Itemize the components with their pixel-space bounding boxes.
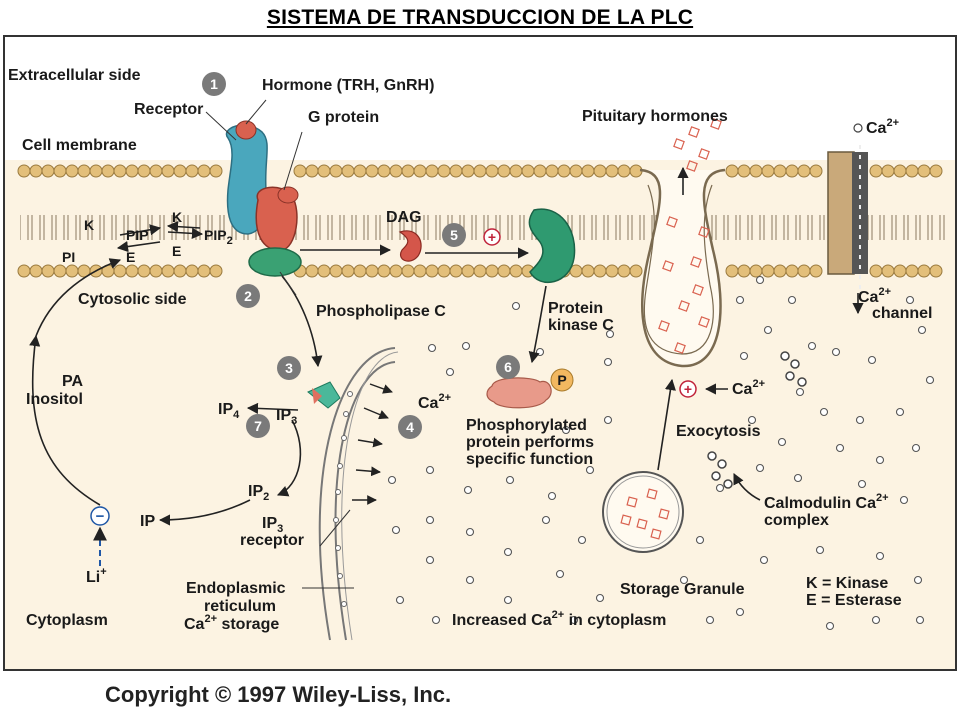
ip3-receptor-label-line2: receptor xyxy=(240,532,304,549)
esterase-label-1: E xyxy=(126,249,135,265)
cytoplasmic-ca-ions xyxy=(387,275,935,631)
extracellular-side-label: Extracellular side xyxy=(8,67,141,84)
cytoplasm-label: Cytoplasm xyxy=(26,612,108,629)
ip3-label: IP3 xyxy=(276,407,297,427)
svg-text:7: 7 xyxy=(254,418,262,434)
legend-esterase: E = Esterase xyxy=(806,592,902,609)
phosphorylated-label-line3: specific function xyxy=(466,451,593,468)
svg-text:+: + xyxy=(684,381,692,397)
svg-text:3: 3 xyxy=(285,360,293,376)
inositol-label: Inositol xyxy=(26,391,83,408)
step-badge-5 xyxy=(442,223,466,247)
g-protein-label: G protein xyxy=(308,109,379,126)
cytosolic-side-label: Cytosolic side xyxy=(78,291,187,308)
exocytosis-label: Exocytosis xyxy=(676,423,761,440)
ip4-label: IP4 xyxy=(218,401,240,421)
cell-membrane-bilayer xyxy=(17,164,945,278)
protein-kinase-label-line2: kinase C xyxy=(548,317,614,334)
increased-ca-label: Increased Ca2+ in cytoplasm xyxy=(452,609,666,629)
slide-title: SISTEMA DE TRANSDUCCION DE LA PLC xyxy=(266,6,694,29)
plus-sign-exocytosis: + xyxy=(679,380,697,398)
dag-molecule xyxy=(398,230,422,262)
phosphorylated-protein: P xyxy=(486,368,574,409)
er-label-line1: Endoplasmic xyxy=(186,580,286,597)
pituitary-hormone-granules xyxy=(658,118,722,354)
p-badge-label: P xyxy=(557,372,566,388)
pituitary-hormones-label: Pituitary hormones xyxy=(582,108,728,125)
step-badge-1 xyxy=(202,72,226,96)
protein-kinase-c xyxy=(528,208,576,283)
svg-text:6: 6 xyxy=(504,359,512,375)
er-ca-release-arrows xyxy=(333,383,393,607)
pip-label: PIP xyxy=(126,227,149,243)
hormone-label: Hormone (TRH, GnRH) xyxy=(262,77,434,94)
cell-membrane-label: Cell membrane xyxy=(22,137,137,154)
phospholipase-c-label: Phospholipase C xyxy=(316,303,446,320)
ca-channel xyxy=(827,145,868,290)
plus-sign-pkc: + xyxy=(483,228,501,246)
svg-text:+: + xyxy=(488,229,496,245)
svg-text:5: 5 xyxy=(450,227,458,243)
step-badge-2 xyxy=(236,284,260,308)
ca-channel-label: channel xyxy=(872,305,932,322)
pip2-label: PIP2 xyxy=(204,227,233,247)
er-label-line3: Ca2+ storage xyxy=(184,613,279,633)
svg-text:2: 2 xyxy=(244,288,252,304)
svg-text:−: − xyxy=(96,508,105,525)
svg-text:4: 4 xyxy=(406,419,414,435)
receptor-label: Receptor xyxy=(134,101,203,118)
pi-label: PI xyxy=(62,249,75,265)
calmodulin-label-line2: complex xyxy=(764,512,829,529)
svg-text:1: 1 xyxy=(210,76,218,92)
protein-kinase-label-line1: Protein xyxy=(548,300,603,317)
copyright-notice: Copyright © 1997 Wiley-Liss, Inc. xyxy=(105,682,452,707)
esterase-label-2: E xyxy=(172,243,181,259)
phospholipase-c xyxy=(248,247,302,277)
kinase-label-1: K xyxy=(84,217,94,233)
calmodulin-complex xyxy=(707,351,807,489)
ca-release-label: Ca2+ xyxy=(418,392,451,412)
minus-sign-lithium: − xyxy=(90,506,110,526)
step-badge-7 xyxy=(246,414,270,438)
storage-granule-label: Storage Granule xyxy=(620,581,745,598)
step-badge-4 xyxy=(398,415,422,439)
phosphorylated-label-line1: Phosphorylated xyxy=(466,417,587,434)
ip3-receptor-label-line1: IP3 xyxy=(262,515,283,535)
g-protein xyxy=(255,186,299,251)
ip-label: IP xyxy=(140,513,155,530)
er-label-line2: reticulum xyxy=(204,598,276,615)
phosphorylated-label-line2: protein performs xyxy=(466,434,594,451)
ip2-label: IP2 xyxy=(248,483,269,503)
kinase-label-2: K xyxy=(172,209,182,225)
lithium-label: Li+ xyxy=(86,566,107,586)
ip3-receptor-marker xyxy=(307,381,341,409)
ca-exocytosis-label: Ca2+ xyxy=(732,378,765,398)
step-badge-3 xyxy=(277,356,301,380)
ca-channel-label-ca: Ca2+ xyxy=(858,286,891,306)
leader-lines xyxy=(205,99,354,589)
step-badge-6 xyxy=(496,355,520,379)
legend-kinase: K = Kinase xyxy=(806,575,888,592)
ca-top-label: Ca2+ xyxy=(866,117,899,137)
calmodulin-label-line1: Calmodulin Ca2+ xyxy=(764,492,889,512)
storage-granule xyxy=(602,471,684,553)
dag-label: DAG xyxy=(386,209,422,226)
exocytosis-vesicle-pocket xyxy=(639,168,726,368)
pa-label: PA xyxy=(62,373,83,390)
step-badges: 1 2 3 4 5 6 7 xyxy=(202,72,520,439)
